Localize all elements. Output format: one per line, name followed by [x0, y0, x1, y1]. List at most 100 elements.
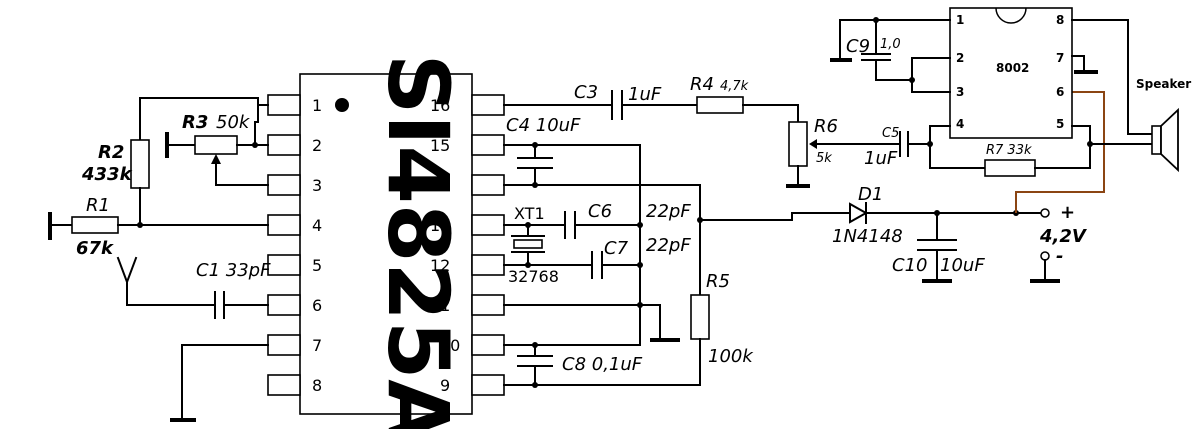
junction-dot	[909, 77, 915, 83]
si4825a-pin-box	[471, 174, 505, 196]
speaker-label: Speaker	[1136, 77, 1191, 91]
pin-number: 2	[956, 51, 964, 65]
c6-value: 22pF	[646, 201, 691, 222]
power-circuit: D1 1N4148 C10 10uF + 4,2V -	[832, 91, 1105, 283]
pin-number: 4	[956, 117, 964, 131]
wire	[503, 144, 641, 346]
pin-number: 10	[440, 336, 460, 355]
pin-number: 1	[312, 96, 322, 115]
pin-number: 3	[312, 176, 322, 195]
wire	[839, 19, 951, 61]
diode-d1-icon	[849, 202, 869, 224]
wire	[875, 59, 913, 81]
pin1-marker-icon	[335, 98, 349, 112]
r7-label: R7 33k	[986, 143, 1032, 158]
d1-value: 1N4148	[832, 226, 903, 247]
chip-8002: 8002 1 2 3 4 8 7 6 5 C9 1,0 R7 33k	[830, 7, 1153, 177]
si4825a-pin-box	[471, 94, 505, 116]
wire	[215, 159, 269, 186]
power-terminal-plus	[1040, 208, 1050, 218]
r1-value: 67k	[76, 238, 114, 259]
pin-number: 8	[312, 376, 322, 395]
junction-dot	[637, 302, 643, 308]
pin-number: 7	[1056, 51, 1064, 65]
c10-value: 10uF	[940, 255, 985, 276]
c7-value: 22pF	[646, 235, 691, 256]
pin-number: 8	[1056, 13, 1064, 27]
junction-dot	[532, 142, 538, 148]
wire	[742, 104, 799, 123]
wire	[1071, 55, 1085, 73]
r6-label: R6	[814, 116, 838, 137]
c7-label: C7	[604, 238, 629, 259]
si4825a-pin-box	[471, 334, 505, 356]
c5-value: 1uF	[864, 148, 898, 169]
chip-8002-body	[949, 7, 1073, 139]
voltage-label: 4,2V	[1039, 226, 1088, 247]
pin-number: 14	[430, 176, 450, 195]
c6-label: C6	[588, 201, 612, 222]
pin-number: 4	[312, 216, 322, 235]
r5-label: R5	[706, 271, 730, 292]
r1-label: R1	[86, 195, 110, 216]
si4825a-pin-box	[471, 374, 505, 396]
pin-number: 6	[1056, 85, 1064, 99]
wiper-arrow-icon	[809, 139, 817, 149]
si4825a-pin-box	[267, 174, 301, 196]
pin-number: 1	[956, 13, 964, 27]
resistor-r4	[696, 96, 744, 114]
si4825a-label: SI4825A	[369, 54, 467, 429]
si4825a-pin-box	[267, 294, 301, 316]
pin-number: 7	[312, 336, 322, 355]
wire	[181, 344, 269, 421]
potentiometer-r6	[788, 121, 808, 167]
c4-label: C4 10uF	[506, 115, 581, 136]
wire	[911, 57, 951, 93]
plus-label: +	[1060, 202, 1075, 223]
minus-label: -	[1056, 246, 1063, 267]
wire	[254, 104, 259, 146]
antenna-icon	[116, 256, 138, 285]
si4825a-pin-box	[471, 294, 505, 316]
si4825a-pin-box	[267, 134, 301, 156]
supply-wire	[1015, 91, 1105, 213]
r2-value: 433k	[81, 164, 133, 185]
left-circuit: R2 433k R3 50k R1 67k C1 33pF	[48, 97, 271, 422]
si4825a-pin-box	[471, 134, 505, 156]
resistor-r7	[984, 159, 1036, 177]
chip-si4825a: SI4825A 1 2 3 4 5 6 7 8 16 15 14 13 12 1…	[267, 54, 505, 429]
volume-circuit: R6 5k C5 1uF	[786, 116, 931, 188]
junction-dot	[1087, 141, 1093, 147]
notch-icon	[995, 7, 1027, 24]
c1-label: C1 33pF	[196, 260, 271, 281]
c3-label: C3	[574, 82, 598, 103]
r6-value: 5k	[816, 151, 832, 166]
d1-label: D1	[858, 184, 883, 205]
junction-dot	[525, 222, 531, 228]
junction-dot	[637, 262, 643, 268]
r5-value: 100k	[708, 346, 754, 367]
wire	[126, 281, 216, 306]
c8-label: C8 0,1uF	[562, 354, 643, 375]
pin-number: 5	[312, 256, 322, 275]
junction-dot	[137, 222, 143, 228]
pin-number: 6	[312, 296, 322, 315]
si4825a-body	[299, 73, 473, 415]
resistor-r5	[690, 294, 710, 340]
pin-number: 9	[440, 376, 450, 395]
si4825a-pin-box	[267, 374, 301, 396]
crystal-xt1	[513, 239, 543, 249]
pin-number: 11	[430, 296, 450, 315]
r4-value: 4,7k	[720, 79, 749, 94]
si4825a-pin-box	[267, 334, 301, 356]
c10-label: C10	[892, 255, 927, 276]
wire	[1071, 19, 1153, 135]
resistor-r1	[71, 216, 119, 234]
power-terminal-minus	[1040, 251, 1050, 261]
mid-circuit: C3 1uF R4 4,7k C4 10uF XT1 3	[503, 74, 851, 388]
potentiometer-r3	[194, 135, 238, 155]
si4825a-pin-box	[267, 254, 301, 276]
wire	[699, 212, 851, 221]
speaker-cone	[1160, 107, 1179, 173]
c9-label: C9	[846, 36, 870, 57]
